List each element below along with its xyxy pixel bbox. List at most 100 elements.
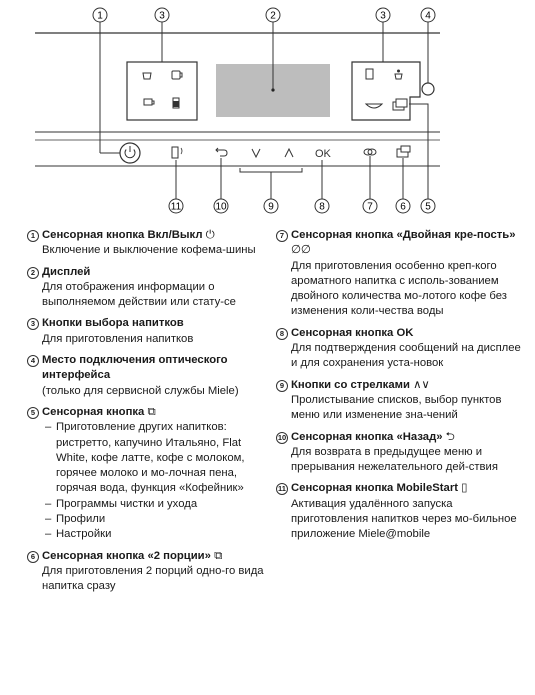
item-title: Сенсорная кнопка MobileStart ▯ bbox=[291, 482, 468, 495]
item-number: 10 bbox=[276, 431, 288, 444]
callout-4: 4 bbox=[420, 7, 436, 23]
item-description: (только для сервисной службы Miele) bbox=[42, 384, 239, 397]
item-description: Для приготовления 2 порций одно-го вида … bbox=[42, 564, 264, 593]
item-title: Дисплей bbox=[42, 265, 91, 278]
glass-icon bbox=[172, 97, 180, 109]
callout-11: 11 bbox=[168, 198, 184, 214]
legend-left-column: 1 Сенсорная кнопка Вкл/Выкл ⏻ Включение … bbox=[27, 228, 273, 601]
back-arrow-icon: ⮌ bbox=[445, 430, 455, 443]
legend-right-column: 7 Сенсорная кнопка «Двойная кре-пость» ∅… bbox=[276, 228, 521, 549]
callout-9: 9 bbox=[263, 198, 279, 214]
item-title: Кнопки со стрелками ∧∨ bbox=[291, 378, 430, 391]
item-title: Сенсорная кнопка ⧉ bbox=[42, 405, 156, 418]
item-number: 5 bbox=[27, 406, 39, 419]
saucer-icon bbox=[364, 103, 384, 109]
item-number: 8 bbox=[276, 327, 288, 340]
svg-text:7: 7 bbox=[367, 202, 373, 213]
svg-text:3: 3 bbox=[159, 11, 165, 22]
item-description: Включение и выключение кофема-шины bbox=[42, 244, 256, 257]
item-description: Активация удалённого запуска приготовлен… bbox=[291, 497, 517, 541]
bullet-item: Программы чистки и ухода bbox=[45, 497, 273, 513]
mobilestart-icon: ▯ bbox=[461, 482, 468, 495]
callout-1: 1 bbox=[92, 7, 108, 23]
espresso-cup-icon bbox=[142, 72, 152, 80]
legend-item-9: 9 Кнопки со стрелками ∧∨ Пролистывание с… bbox=[276, 378, 521, 424]
callout-8: 8 bbox=[314, 198, 330, 214]
callout-6: 6 bbox=[395, 198, 411, 214]
bullet-item: Профили bbox=[45, 512, 273, 528]
callout-2: 2 bbox=[265, 7, 281, 23]
item-description: Для подтверждения сообщений на дисплее и… bbox=[291, 342, 521, 370]
item-description: Для приготовления напитков bbox=[42, 332, 194, 345]
item-title: Сенсорная кнопка «2 порции» ⧉ bbox=[42, 549, 223, 562]
callout-3-left: 3 bbox=[154, 7, 170, 23]
item-title: Сенсорная кнопка «Назад» ⮌ bbox=[291, 430, 455, 443]
legend-item-1: 1 Сенсорная кнопка Вкл/Выкл ⏻ Включение … bbox=[27, 228, 273, 259]
drink-buttons-right bbox=[351, 61, 421, 121]
legend-item-8: 8 Сенсорная кнопка OK Для подтверждения … bbox=[276, 326, 521, 372]
item-number: 2 bbox=[27, 266, 39, 279]
callout-3-right: 3 bbox=[375, 7, 391, 23]
arrow-up-button[interactable] bbox=[284, 147, 294, 158]
svg-text:5: 5 bbox=[425, 202, 431, 213]
svg-text:9: 9 bbox=[268, 202, 274, 213]
item-title: Сенсорная кнопка «Двойная кре-пость» ∅∅ bbox=[291, 229, 516, 257]
cup-icon bbox=[143, 98, 155, 106]
callout-10: 10 bbox=[213, 198, 229, 214]
svg-text:1: 1 bbox=[97, 11, 103, 22]
svg-text:11: 11 bbox=[171, 202, 182, 213]
tall-glass-icon bbox=[365, 68, 374, 80]
double-strength-button[interactable] bbox=[363, 148, 377, 156]
legend-item-10: 10 Сенсорная кнопка «Назад» ⮌ Для возвра… bbox=[276, 430, 521, 476]
item-description: Для приготовления особенно креп-кого аро… bbox=[291, 259, 507, 318]
control-panel-diagram: OK 1 3 2 3 4 11 10 9 8 7 6 5 bbox=[0, 0, 535, 222]
optical-interface-port bbox=[421, 82, 435, 96]
control-panel-drawing: OK 1 3 2 3 4 11 10 9 8 7 6 5 bbox=[35, 7, 440, 214]
back-button[interactable] bbox=[215, 147, 228, 157]
item-title: Кнопки выбора напитков bbox=[42, 317, 184, 330]
legend-item-3: 3 Кнопки выбора напитков Для приготовлен… bbox=[27, 316, 273, 347]
item-bullet-list: Приготовление других напитков: ристретто… bbox=[42, 420, 273, 543]
callout-5: 5 bbox=[420, 198, 436, 214]
item-description: Для отображения информации о выполняемом… bbox=[42, 280, 236, 309]
legend-item-4: 4 Место подключения оптического интерфей… bbox=[27, 353, 273, 399]
legend-item-6: 6 Сенсорная кнопка «2 порции» ⧉ Для приг… bbox=[27, 549, 273, 595]
bullet-item: Настройки bbox=[45, 527, 273, 543]
svg-text:3: 3 bbox=[380, 11, 386, 22]
item-number: 7 bbox=[276, 230, 288, 242]
legend-item-2: 2 Дисплей Для отображения информации о в… bbox=[27, 265, 273, 311]
svg-text:6: 6 bbox=[400, 202, 406, 213]
more-drinks-icon: ⧉ bbox=[147, 405, 156, 418]
drink-buttons-left bbox=[126, 61, 198, 121]
callout-7: 7 bbox=[362, 198, 378, 214]
more-drinks-icon bbox=[392, 98, 408, 111]
item-description: Для возврата в предыдущее меню и прерыва… bbox=[291, 445, 498, 474]
two-portions-button[interactable] bbox=[396, 145, 411, 158]
item-number: 6 bbox=[27, 550, 39, 563]
mobilestart-button[interactable] bbox=[171, 146, 183, 159]
arrows-icon: ∧∨ bbox=[413, 378, 430, 391]
item-title: Сенсорная кнопка OK bbox=[291, 326, 414, 339]
svg-text:10: 10 bbox=[215, 202, 227, 213]
two-portions-icon: ⧉ bbox=[214, 549, 223, 562]
item-title: Место подключения оптического интерфейса bbox=[42, 354, 228, 382]
legend-item-5: 5 Сенсорная кнопка ⧉ Приготовление други… bbox=[27, 405, 273, 543]
item-number: 1 bbox=[27, 230, 39, 242]
item-number: 4 bbox=[27, 355, 39, 368]
arrow-down-button[interactable] bbox=[251, 148, 261, 159]
svg-text:2: 2 bbox=[270, 11, 276, 22]
legend-item-7: 7 Сенсорная кнопка «Двойная кре-пость» ∅… bbox=[276, 228, 521, 320]
legend-item-11: 11 Сенсорная кнопка MobileStart ▯ Актива… bbox=[276, 481, 521, 542]
item-title: Сенсорная кнопка Вкл/Выкл ⏻ bbox=[42, 229, 215, 241]
coffee-mug-icon bbox=[171, 70, 183, 80]
power-button[interactable] bbox=[119, 142, 141, 164]
power-icon: ⏻ bbox=[205, 229, 215, 241]
cappuccino-cup-icon bbox=[394, 69, 403, 80]
item-number: 9 bbox=[276, 379, 288, 392]
ok-button[interactable]: OK bbox=[315, 148, 332, 160]
svg-text:8: 8 bbox=[319, 202, 325, 213]
item-number: 3 bbox=[27, 318, 39, 331]
svg-text:4: 4 bbox=[425, 11, 431, 22]
bullet-item: Приготовление других напитков: ристретто… bbox=[45, 420, 273, 496]
double-strength-icon: ∅∅ bbox=[291, 244, 311, 257]
